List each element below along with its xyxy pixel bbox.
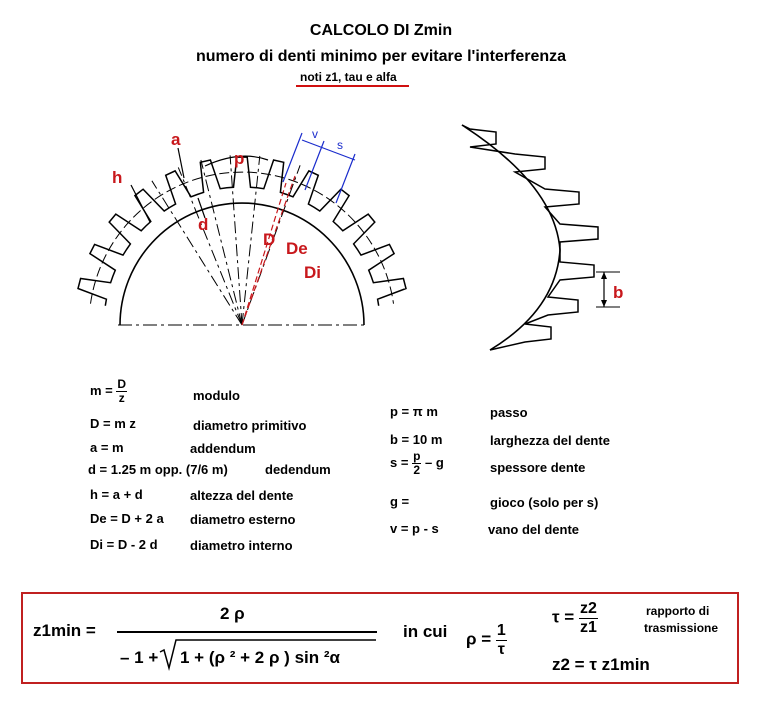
def-diametro-formula: D = m z [90, 416, 136, 431]
formula-box [21, 592, 739, 684]
tooth-profile-right [461, 124, 599, 351]
def-dedendum-desc: dedendum [265, 462, 331, 477]
page-title: CALCOLO DI Zmin [309, 22, 453, 39]
def-vano-formula: v = p - s [390, 521, 439, 536]
def-diametro-desc: diametro primitivo [193, 418, 307, 433]
label-p: p [234, 149, 245, 168]
fraction-bar [117, 631, 377, 633]
given-note: noti z1, tau e alfa [300, 70, 397, 84]
def-gioco-formula: g = [390, 494, 410, 509]
d-dim-line [197, 197, 206, 219]
def-dedendum-formula: d = 1.25 m opp. (7/6 m) [88, 462, 228, 477]
def-vano-desc: vano del dente [488, 522, 580, 537]
label-d: d [198, 215, 209, 234]
page-subtitle: numero di denti minimo per evitare l'int… [195, 48, 567, 65]
radial-line-2 [200, 159, 243, 326]
z2-equation: z2 = τ z1min [552, 655, 650, 674]
radius-De-line [241, 175, 296, 326]
radial-lines [151, 155, 301, 326]
label-v: v [312, 127, 318, 141]
pitch-dim-arc [204, 155, 269, 167]
radial-line-4 [241, 155, 261, 326]
label-De: De [286, 239, 308, 258]
given-underline [296, 85, 409, 87]
label-a: a [171, 130, 181, 149]
ratio-note-line2: trasmissione [644, 621, 719, 635]
radial-line-0 [151, 180, 243, 326]
label-Di: Di [304, 263, 321, 282]
def-gioco-desc: gioco (solo per s) [490, 495, 599, 510]
def-modulo-desc: modulo [193, 388, 240, 403]
def-passo-formula: p = π m [390, 404, 438, 419]
h-dim-line [130, 184, 151, 223]
def-esterno-formula: De = D + 2 a [90, 511, 164, 526]
label-h: h [112, 168, 123, 187]
z1min-numerator: 2 ρ [220, 604, 245, 623]
in-cui-label: in cui [403, 622, 448, 641]
radial-line-3 [229, 155, 243, 326]
pitch-circle-arc [90, 171, 394, 304]
def-altezza-desc: altezza del dente [190, 488, 294, 503]
def-passo-desc: passo [490, 405, 528, 420]
def-altezza-formula: h = a + d [90, 487, 143, 502]
root-circle-arc [119, 202, 365, 326]
z1min-den-prefix: – 1 + [120, 648, 159, 667]
label-b: b [613, 283, 624, 302]
def-addendum-desc: addendum [190, 441, 256, 456]
vs-dimension [282, 132, 356, 204]
def-larghezza-formula: b = 10 m [390, 432, 443, 447]
radius-D-line [241, 182, 287, 326]
def-esterno-desc: diametro esterno [190, 512, 296, 527]
z1min-lhs: z1min = [33, 621, 96, 640]
label-s: s [337, 138, 343, 152]
a-dim-line [177, 147, 185, 179]
def-interno-desc: diametro interno [190, 538, 293, 553]
def-addendum-formula: a = m [90, 440, 124, 455]
gear-right-drawing [461, 124, 620, 351]
label-D: D [263, 230, 276, 249]
def-spessore-desc: spessore dente [490, 460, 586, 475]
tooth-profile [77, 156, 407, 306]
z1min-radicand: 1 + (ρ ² + 2 ρ ) sin ²α [180, 648, 340, 667]
ratio-note-line1: rapporto di [646, 604, 710, 618]
gear-left-drawing [77, 132, 407, 326]
radial-line-1 [177, 167, 243, 326]
def-larghezza-desc: larghezza del dente [490, 433, 610, 448]
def-interno-formula: Di = D - 2 d [90, 537, 158, 552]
